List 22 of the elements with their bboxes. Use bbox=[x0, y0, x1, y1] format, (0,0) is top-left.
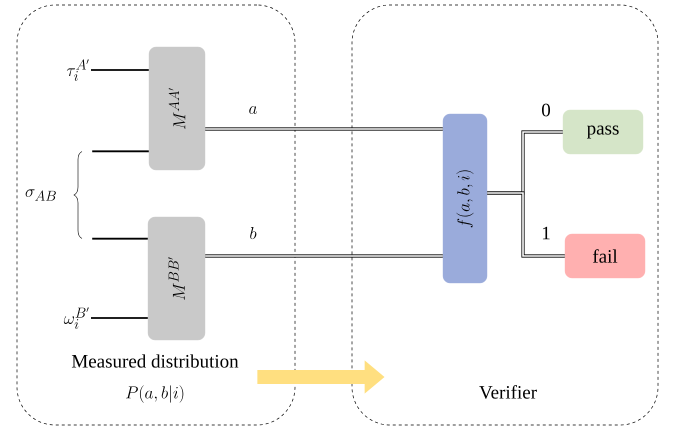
classical-wire bbox=[487, 191, 565, 258]
wire bbox=[91, 317, 148, 319]
input-state-label: $\omega_i^{B'}$ bbox=[64, 307, 89, 329]
region-caption: Measured distribution bbox=[72, 354, 238, 368]
measurement-box: $M^{BB'}$ bbox=[148, 216, 206, 340]
region-caption: Verifier bbox=[479, 385, 537, 399]
wire bbox=[92, 150, 149, 152]
edge-label: 0 bbox=[542, 104, 550, 116]
edge-label: 1 bbox=[542, 226, 550, 240]
edge-label: $b$ bbox=[250, 227, 256, 240]
wire bbox=[92, 238, 148, 240]
outcome-box: pass bbox=[562, 110, 644, 154]
region-caption: $P(a,b|i)$ bbox=[126, 385, 184, 403]
wire bbox=[91, 69, 149, 71]
edge-label: $a$ bbox=[249, 106, 257, 114]
measurement-box: $f(a,b,i)$ bbox=[442, 114, 488, 284]
state-label: $\sigma_{AB}$ bbox=[26, 189, 56, 201]
input-state-label: $\tau_i^{A'}$ bbox=[66, 59, 89, 81]
measurement-box: $M^{AA'}$ bbox=[148, 46, 206, 170]
classical-wire bbox=[205, 127, 443, 131]
outcome-box: fail bbox=[564, 234, 646, 278]
classical-wire bbox=[205, 254, 443, 258]
